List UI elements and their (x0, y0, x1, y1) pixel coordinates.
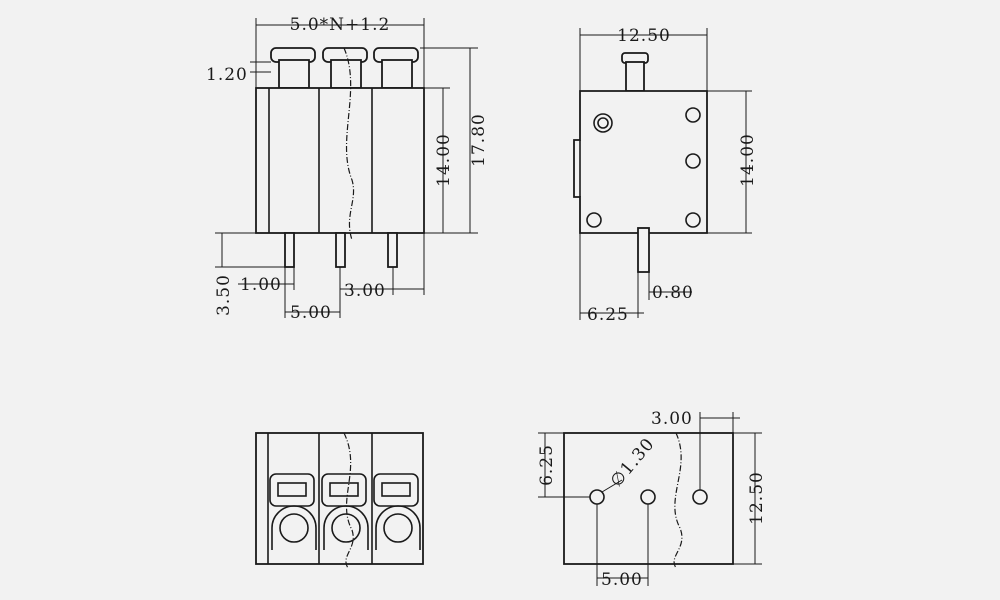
bottom-pitch-dim: 5.00 (601, 570, 643, 590)
front-view: 5.0*N+1.2 1.20 17.80 14.00 3.50 1.00 5.0… (206, 15, 489, 323)
bottom-depth-dim: 12.50 (747, 471, 767, 525)
top-break-line (343, 432, 354, 569)
front-overall-height-dim: 17.80 (469, 113, 489, 167)
front-body (255, 87, 425, 234)
front-buttons (270, 47, 419, 89)
bottom-break-line (673, 432, 683, 569)
top-position-3 (373, 473, 421, 550)
top-position-1 (269, 473, 317, 550)
front-body-height-dim: 14.00 (434, 133, 454, 187)
bottom-hole-row-dim: 6.25 (537, 444, 557, 486)
side-depth-dim: 12.50 (617, 26, 671, 46)
side-pin-position-dim: 6.25 (587, 305, 629, 325)
bottom-view: 3.00 6.25 ∅1.30 12.50 5.00 (537, 409, 767, 590)
bottom-hole-offset-dim: 3.00 (651, 409, 693, 429)
side-view: 12.50 14.00 0.80 6.25 (573, 26, 758, 325)
top-body (255, 432, 424, 565)
front-break-line (343, 47, 355, 241)
front-pins (284, 232, 398, 268)
front-width-dim: 5.0*N+1.2 (290, 15, 391, 35)
front-pitch-dim: 5.00 (290, 303, 332, 323)
top-view (255, 432, 424, 569)
side-height-dim: 14.00 (738, 133, 758, 187)
side-pin (637, 227, 650, 273)
front-button-step-dim: 1.20 (206, 65, 248, 85)
side-pin-width-dim: 0.80 (652, 283, 694, 303)
front-pin-width-dim: 1.00 (240, 275, 282, 295)
front-pin-length-dim: 3.50 (214, 274, 234, 316)
front-offset-dim: 3.00 (344, 281, 386, 301)
